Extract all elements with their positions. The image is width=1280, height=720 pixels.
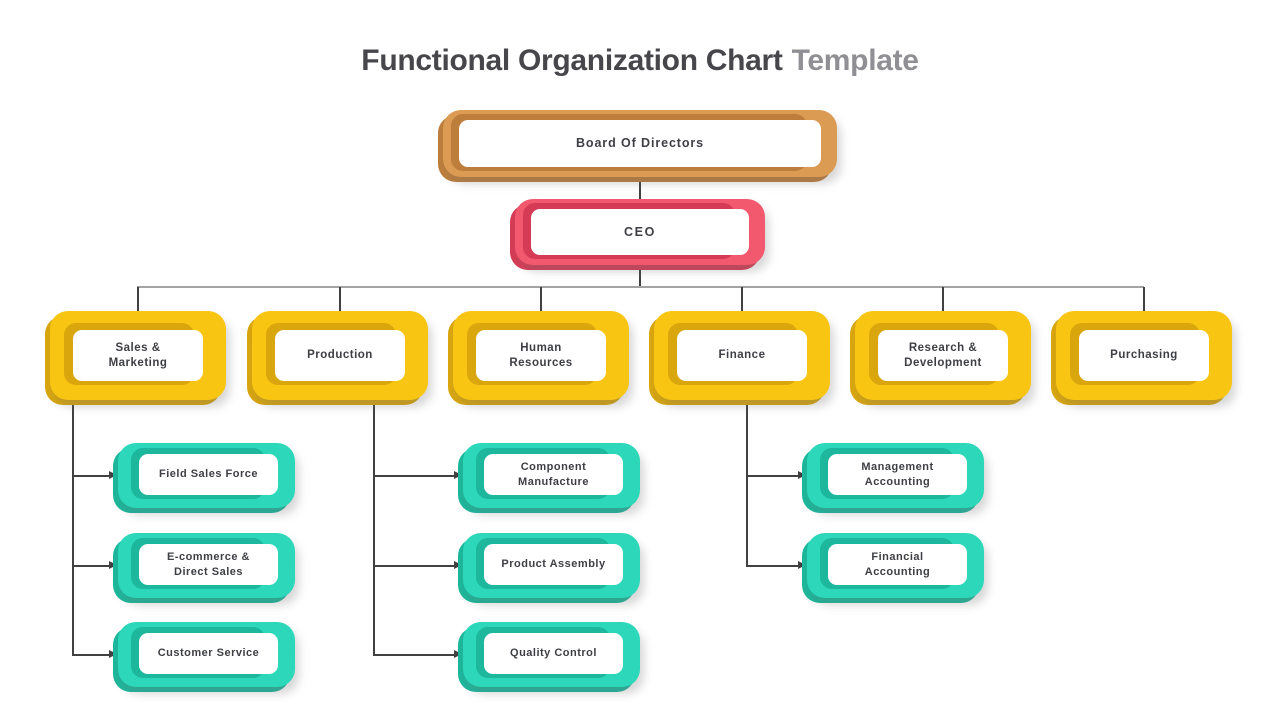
node-label: Component Manufacture xyxy=(518,461,589,488)
dept-node-production: Production xyxy=(247,311,428,405)
node-label-plate: Research & Development xyxy=(878,330,1008,381)
node-label-plate: E-commerce & Direct Sales xyxy=(139,544,278,585)
node-label-plate: Financial Accounting xyxy=(828,544,967,585)
node-label: Sales & Marketing xyxy=(108,341,168,369)
node-label: Human Resources xyxy=(509,341,573,369)
arrow-to-customer-service xyxy=(72,651,117,657)
title-main: Functional Organization Chart xyxy=(361,44,783,77)
node-label: Research & Development xyxy=(904,341,982,369)
feeder-line-sales-marketing xyxy=(72,400,74,655)
connector-drop-human-resources xyxy=(540,287,542,311)
sub-node-component-manufacture: Component Manufacture xyxy=(458,443,640,513)
ceo-node: CEO xyxy=(510,199,765,270)
node-label-plate: Board Of Directors xyxy=(459,120,821,167)
node-label-plate: Field Sales Force xyxy=(139,454,278,495)
arrow-to-field-sales-force xyxy=(72,472,117,478)
board-of-directors-node: Board Of Directors xyxy=(438,110,837,182)
sub-node-ecommerce-direct-sales: E-commerce & Direct Sales xyxy=(113,533,295,603)
node-label-plate: Production xyxy=(275,330,405,381)
dept-node-human-resources: Human Resources xyxy=(448,311,629,405)
node-label: Purchasing xyxy=(1110,349,1178,362)
node-label-plate: Human Resources xyxy=(476,330,606,381)
sub-node-management-accounting: Management Accounting xyxy=(802,443,984,513)
dept-node-finance: Finance xyxy=(649,311,830,405)
node-label-plate: Product Assembly xyxy=(484,544,623,585)
node-label: Finance xyxy=(718,349,766,362)
node-label-plate: Purchasing xyxy=(1079,330,1209,381)
feeder-line-finance xyxy=(746,400,748,566)
node-label: Field Sales Force xyxy=(159,468,258,481)
node-label: Financial Accounting xyxy=(864,551,931,578)
node-label-plate: Finance xyxy=(677,330,807,381)
node-label: Production xyxy=(307,349,373,362)
node-label: Management Accounting xyxy=(861,461,934,488)
connector-bus-line xyxy=(137,286,1144,288)
node-label-plate: CEO xyxy=(531,209,749,255)
node-label-plate: Management Accounting xyxy=(828,454,967,495)
arrow-to-ecommerce-direct-sales xyxy=(72,562,117,568)
node-label-plate: Customer Service xyxy=(139,633,278,674)
node-label: E-commerce & Direct Sales xyxy=(166,551,251,578)
node-label-plate: Component Manufacture xyxy=(484,454,623,495)
node-label: Product Assembly xyxy=(501,558,606,571)
connector-ceo-to-bus xyxy=(639,265,641,287)
dept-node-research-development: Research & Development xyxy=(850,311,1031,405)
connector-drop-finance xyxy=(741,287,743,311)
connector-board-to-ceo xyxy=(639,177,641,199)
connector-drop-sales-marketing xyxy=(137,287,139,311)
sub-node-field-sales-force: Field Sales Force xyxy=(113,443,295,513)
arrow-to-component-manufacture xyxy=(373,472,462,478)
node-label: Board Of Directors xyxy=(575,136,705,151)
arrow-to-product-assembly xyxy=(373,562,462,568)
sub-node-quality-control: Quality Control xyxy=(458,622,640,692)
connector-drop-research-development xyxy=(942,287,944,311)
dept-node-sales-marketing: Sales & Marketing xyxy=(45,311,226,405)
arrow-to-management-accounting xyxy=(746,472,806,478)
node-label-plate: Sales & Marketing xyxy=(73,330,203,381)
node-label: CEO xyxy=(624,224,656,239)
title-accent: Template xyxy=(791,44,919,77)
arrow-to-financial-accounting xyxy=(746,562,806,568)
connector-drop-purchasing xyxy=(1143,287,1145,311)
feeder-line-production xyxy=(373,400,375,655)
arrow-to-quality-control xyxy=(373,651,462,657)
dept-node-purchasing: Purchasing xyxy=(1051,311,1232,405)
sub-node-financial-accounting: Financial Accounting xyxy=(802,533,984,603)
node-label: Customer Service xyxy=(157,647,260,660)
node-label-plate: Quality Control xyxy=(484,633,623,674)
sub-node-customer-service: Customer Service xyxy=(113,622,295,692)
sub-node-product-assembly: Product Assembly xyxy=(458,533,640,603)
connector-drop-production xyxy=(339,287,341,311)
node-label: Quality Control xyxy=(510,647,597,660)
